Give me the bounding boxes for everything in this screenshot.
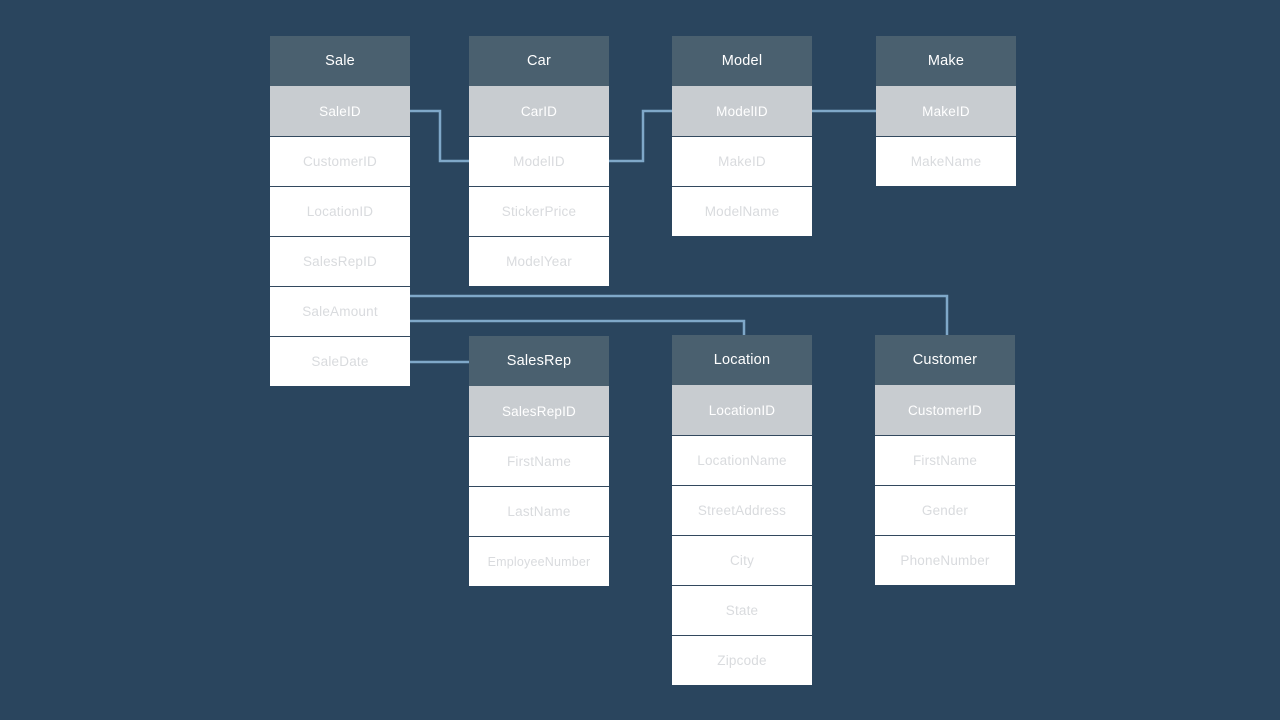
attribute-field-saledate[interactable]: SaleDate xyxy=(270,336,410,386)
attribute-field-locationname[interactable]: LocationName xyxy=(672,435,812,485)
attribute-field-makeid[interactable]: MakeID xyxy=(672,136,812,186)
primary-key-field-salesrepid[interactable]: SalesRepID xyxy=(469,386,609,436)
relationship-link-sale-car xyxy=(405,109,470,163)
primary-key-field-saleid[interactable]: SaleID xyxy=(270,86,410,136)
relationship-link-sale-location xyxy=(410,319,746,336)
attribute-field-gender[interactable]: Gender xyxy=(875,485,1015,535)
entity-title-location: Location xyxy=(672,335,812,385)
attribute-field-makename[interactable]: MakeName xyxy=(876,136,1016,186)
entity-title-salesrep: SalesRep xyxy=(469,336,609,386)
attribute-field-stickerprice[interactable]: StickerPrice xyxy=(469,186,609,236)
entity-title-car: Car xyxy=(469,36,609,86)
relationship-link-car-model xyxy=(609,109,672,163)
entity-title-model: Model xyxy=(672,36,812,86)
relationship-link-sale-customer xyxy=(410,294,949,336)
attribute-field-modelname[interactable]: ModelName xyxy=(672,186,812,236)
primary-key-field-customerid[interactable]: CustomerID xyxy=(875,385,1015,435)
attribute-field-modelyear[interactable]: ModelYear xyxy=(469,236,609,286)
primary-key-field-locationid[interactable]: LocationID xyxy=(672,385,812,435)
attribute-field-zipcode[interactable]: Zipcode xyxy=(672,635,812,685)
attribute-field-saleamount[interactable]: SaleAmount xyxy=(270,286,410,336)
attribute-field-phonenumber[interactable]: PhoneNumber xyxy=(875,535,1015,585)
primary-key-field-carid[interactable]: CarID xyxy=(469,86,609,136)
attribute-field-employeenumber[interactable]: EmployeeNumber xyxy=(469,536,609,586)
attribute-field-salesrepid[interactable]: SalesRepID xyxy=(270,236,410,286)
attribute-field-firstname[interactable]: FirstName xyxy=(469,436,609,486)
attribute-field-customerid[interactable]: CustomerID xyxy=(270,136,410,186)
attribute-field-firstname[interactable]: FirstName xyxy=(875,435,1015,485)
attribute-field-locationid[interactable]: LocationID xyxy=(270,186,410,236)
attribute-field-state[interactable]: State xyxy=(672,585,812,635)
entity-title-sale: Sale xyxy=(270,36,410,86)
attribute-field-modelid[interactable]: ModelID xyxy=(469,136,609,186)
entity-title-customer: Customer xyxy=(875,335,1015,385)
attribute-field-streetaddress[interactable]: StreetAddress xyxy=(672,485,812,535)
entity-title-make: Make xyxy=(876,36,1016,86)
attribute-field-city[interactable]: City xyxy=(672,535,812,585)
primary-key-field-modelid[interactable]: ModelID xyxy=(672,86,812,136)
primary-key-field-makeid[interactable]: MakeID xyxy=(876,86,1016,136)
attribute-field-lastname[interactable]: LastName xyxy=(469,486,609,536)
